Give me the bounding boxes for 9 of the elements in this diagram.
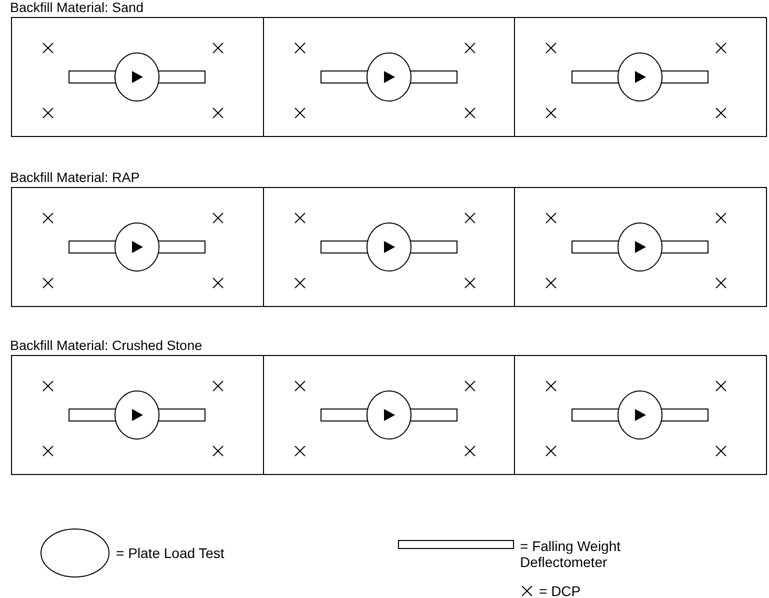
section-heading: Backfill Material: RAP — [10, 170, 141, 186]
test-section-box — [11, 17, 767, 137]
legend-text: = DCP — [539, 583, 581, 598]
test-section-box — [11, 187, 767, 307]
section-heading: Backfill Material: Crushed Stone — [10, 338, 204, 354]
section-heading: Backfill Material: Sand — [10, 0, 145, 16]
legend-text: = Plate Load Test — [116, 545, 224, 561]
legend-text: = Falling Weight Deflectometer — [520, 538, 622, 570]
test-section-box — [11, 355, 767, 475]
